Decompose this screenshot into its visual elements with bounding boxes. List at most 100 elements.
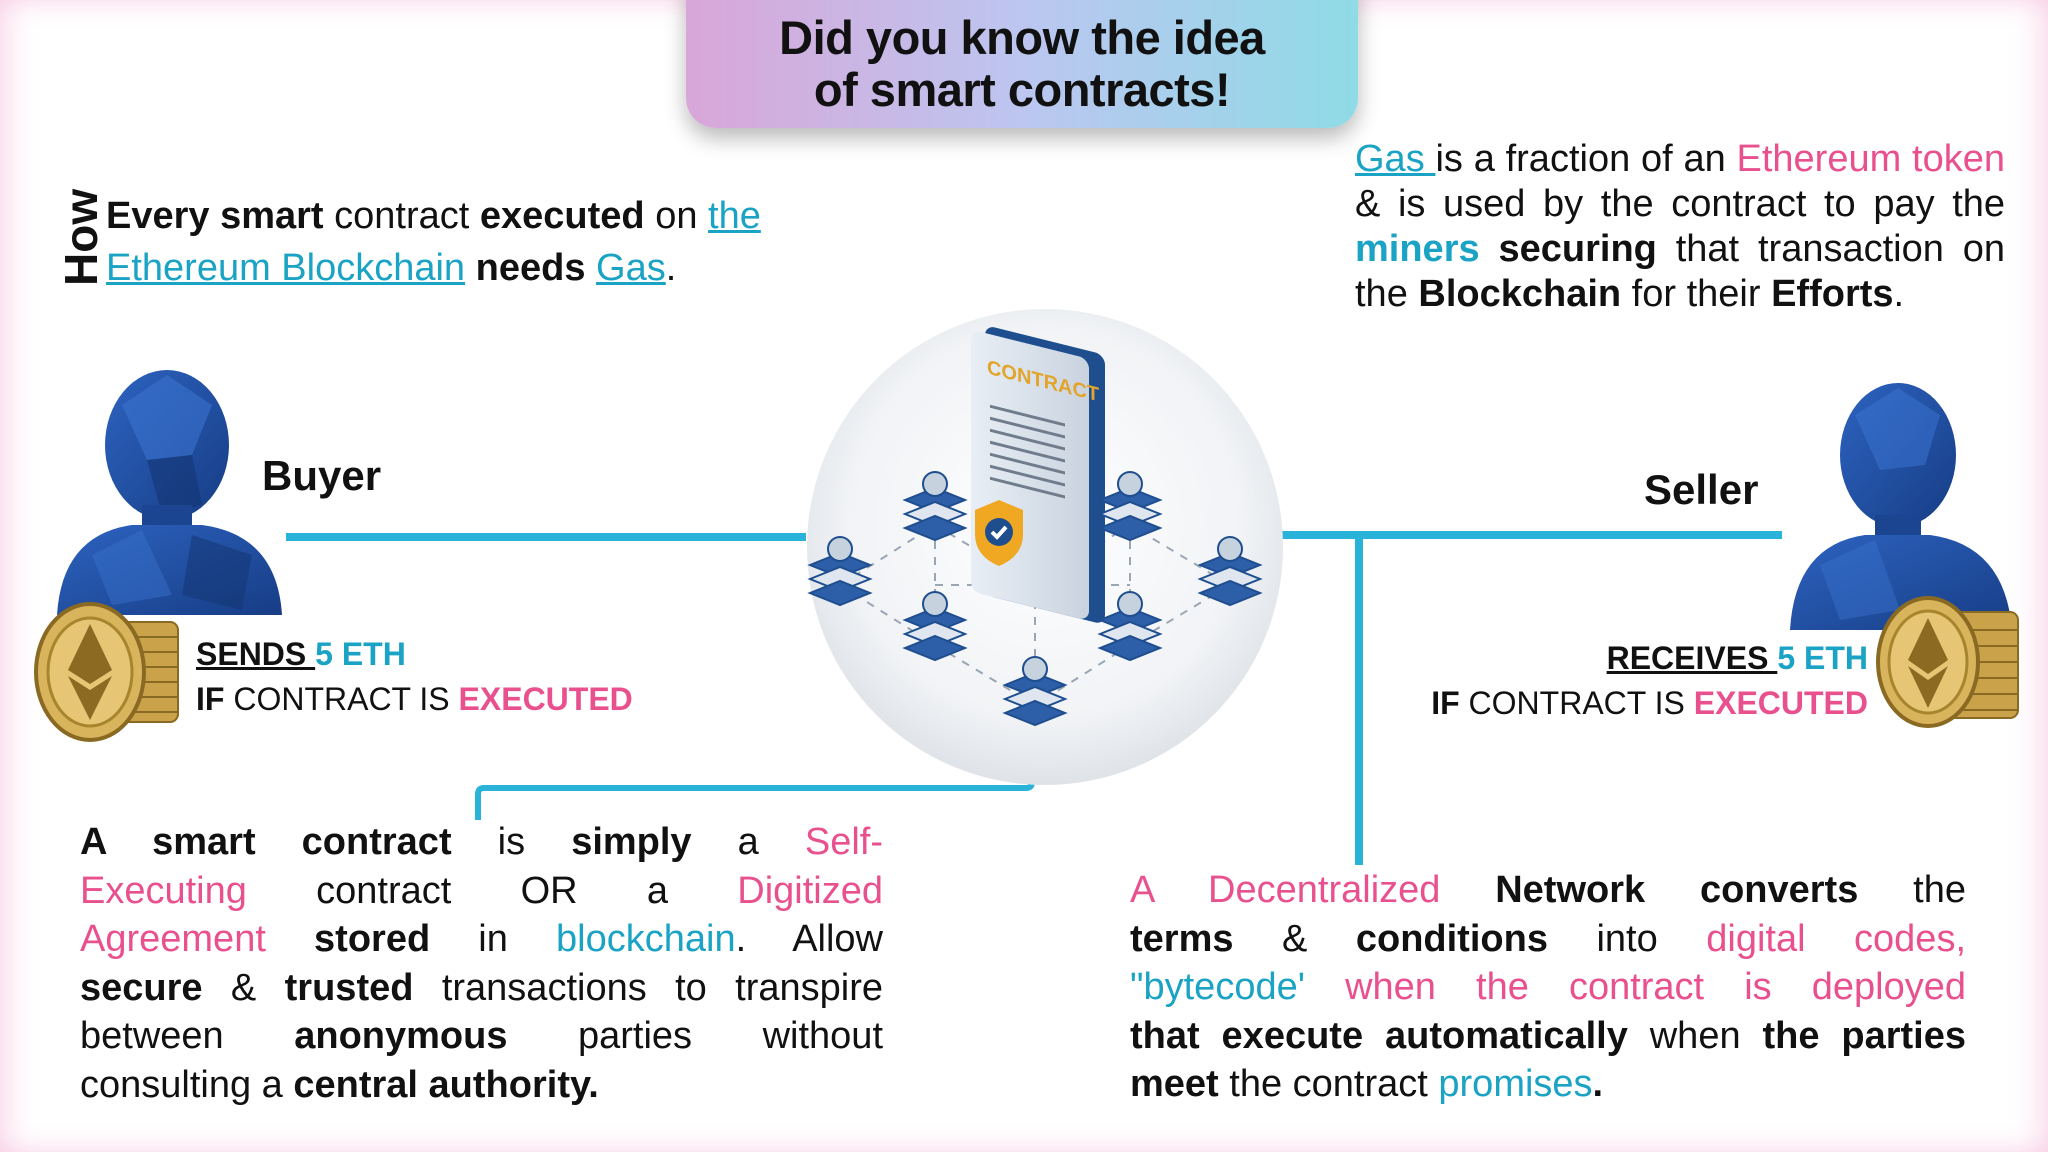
- text-part: blockchain: [556, 918, 736, 960]
- server-node-icon: [1002, 656, 1068, 727]
- decentralized-network-description: A Decentralized Network converts the ter…: [1130, 866, 1966, 1109]
- gas-text-part: for: [1621, 273, 1677, 315]
- ethereum-link[interactable]: the: [708, 195, 761, 237]
- text-part: Network converts: [1440, 869, 1859, 911]
- text-part: Digitized: [737, 869, 883, 912]
- buyer-sends-note: SENDS 5 ETH IF CONTRACT IS EXECUTED: [196, 632, 633, 722]
- text-part: is: [451, 821, 572, 863]
- how-text-part: executed: [479, 195, 645, 237]
- para-line: "bytecode' when the contract is deployed: [1130, 963, 1966, 1012]
- text-part: Executing: [80, 869, 247, 912]
- how-description: Every smart contract executed on the Eth…: [106, 190, 826, 294]
- para-line: Executing contract OR a Digitized: [80, 867, 883, 916]
- para-line: meet the contract promises.: [1130, 1060, 1966, 1109]
- buyer-label: Buyer: [262, 452, 382, 499]
- gas-text-part: & is used by the contract to: [1355, 183, 1856, 225]
- para-line: between anonymous parties without: [80, 1012, 883, 1061]
- text-part: when: [1627, 1014, 1763, 1057]
- seller-receives-note: RECEIVES 5 ETH IF CONTRACT IS EXECUTED: [1431, 636, 1868, 726]
- text-part: &: [202, 966, 285, 1009]
- how-text-part: contract: [323, 195, 480, 237]
- server-node-icon: [807, 536, 873, 607]
- seller-drop-wire: [1355, 535, 1363, 865]
- smart-contract-definition: A smart contract is simply a Self- Execu…: [80, 818, 883, 1109]
- title-line-2: of smart contracts!: [813, 63, 1231, 116]
- how-text-part: Every smart: [106, 195, 324, 237]
- if-label: IF: [196, 681, 225, 717]
- text-part: into: [1547, 917, 1707, 960]
- text-part: A smart contract: [80, 821, 452, 863]
- text-part: digital codes,: [1706, 917, 1966, 960]
- miners-term: miners: [1355, 228, 1480, 270]
- text-part: between: [80, 1015, 295, 1057]
- text-part: secure: [80, 966, 203, 1009]
- securing-term: securing: [1479, 228, 1657, 270]
- para-line: secure & trusted transactions to transpi…: [80, 964, 883, 1013]
- gas-explanation: Gas is a fraction of an Ethereum token &…: [1355, 137, 2005, 317]
- text-part: &: [1233, 917, 1356, 960]
- text-part: Self-: [804, 821, 883, 863]
- blockchain-term: Blockchain: [1418, 273, 1622, 315]
- title-banner: Did you know the idea of smart contracts…: [686, 0, 1358, 128]
- seller-person-icon: [1790, 383, 2012, 630]
- para-line: that execute automatically when the part…: [1130, 1012, 1966, 1061]
- text-part: the parties: [1762, 1014, 1966, 1057]
- para-line: A smart contract is simply a Self-: [80, 818, 883, 867]
- text-part: the contract: [1218, 1063, 1439, 1105]
- para-line: consulting a central authority.: [80, 1061, 883, 1110]
- text-part: conditions: [1355, 917, 1548, 960]
- gas-text-part: .: [1893, 273, 1905, 315]
- text-part: trusted: [284, 966, 414, 1009]
- para-line: Agreement stored in blockchain. Allow: [80, 915, 883, 964]
- seller-eth-coin-icon: [1876, 596, 2019, 728]
- seller-label: Seller: [1644, 466, 1759, 513]
- ethereum-term: Ethereum: [1736, 138, 1902, 180]
- sends-label: SENDS: [196, 636, 316, 672]
- title-line-1: Did you know the idea: [779, 11, 1265, 64]
- seller-wire: [1264, 531, 1782, 539]
- text-part: stored: [265, 918, 431, 960]
- how-text-part: .: [665, 247, 677, 289]
- text-part: in: [430, 918, 557, 960]
- server-node-icon: [902, 591, 968, 662]
- seller-amount: 5 ETH: [1777, 640, 1868, 676]
- text-part: .: [1592, 1063, 1604, 1105]
- how-text-part: needs: [465, 247, 597, 289]
- gas-text-part: pay the: [1873, 183, 2006, 225]
- text-part: contract OR a: [246, 869, 738, 912]
- text-part: A Decentralized: [1130, 869, 1441, 911]
- text-part: Agreement: [80, 918, 266, 960]
- gas-text-part: transaction on the: [1355, 228, 2005, 315]
- server-node-icon: [1097, 591, 1163, 662]
- condition-text: CONTRACT IS: [224, 681, 459, 717]
- text-part: "bytecode': [1130, 966, 1305, 1008]
- server-node-icon: [902, 471, 968, 542]
- efforts-term: Efforts: [1771, 273, 1894, 315]
- if-label: IF: [1431, 685, 1460, 721]
- gas-link[interactable]: Gas: [596, 247, 666, 289]
- text-part: meet: [1130, 1063, 1219, 1105]
- blockchain-nodes: [807, 471, 1263, 727]
- text-part: simply: [571, 821, 692, 863]
- text-part: transactions to transpire: [413, 966, 883, 1009]
- how-text-part: on: [644, 195, 709, 237]
- buyer-wire: [286, 533, 806, 541]
- text-part: the: [1858, 869, 1966, 911]
- executed-label: EXECUTED: [458, 681, 633, 717]
- ethereum-blockchain-link[interactable]: Ethereum Blockchain: [106, 247, 466, 289]
- text-part: terms: [1130, 917, 1234, 960]
- text-part: a: [691, 821, 805, 863]
- server-node-icon: [1197, 536, 1263, 607]
- gas-text-part: is a fraction of an: [1435, 138, 1737, 180]
- how-label: How: [55, 188, 107, 286]
- gas-term[interactable]: Gas: [1355, 138, 1436, 180]
- buyer-eth-coin-icon: [34, 602, 179, 742]
- text-part: that execute automatically: [1130, 1014, 1628, 1057]
- text-part: central authority.: [293, 1063, 599, 1106]
- para-line: terms & conditions into digital codes,: [1130, 915, 1966, 964]
- condition-text: CONTRACT IS: [1459, 685, 1694, 721]
- server-node-icon: [1097, 471, 1163, 542]
- text-part: when the contract is deployed: [1304, 966, 1966, 1008]
- token-term: token: [1912, 138, 2005, 180]
- text-part: anonymous: [294, 1015, 508, 1057]
